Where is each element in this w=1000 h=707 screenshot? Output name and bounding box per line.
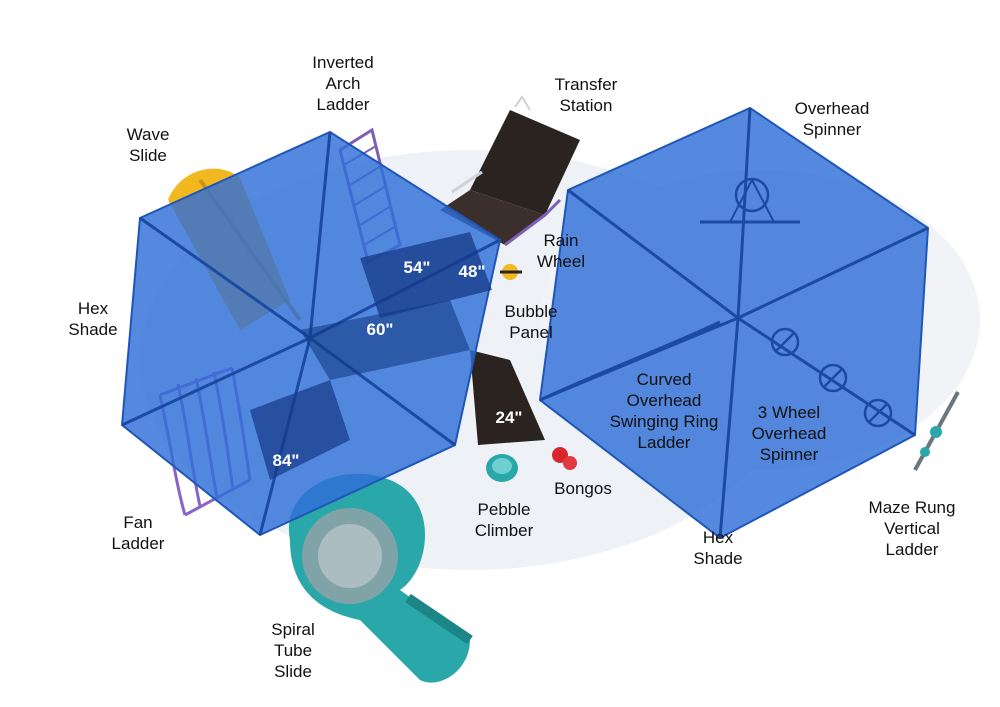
label-three-wheel-spinner: 3 Wheel Overhead Spinner bbox=[751, 403, 827, 464]
swinging-ring-ladder-shape bbox=[539, 320, 721, 402]
label-hex-shade-right: Hex Shade bbox=[693, 528, 743, 568]
label-wave-slide: Wave Slide bbox=[126, 125, 170, 165]
deck-24-shape bbox=[470, 350, 545, 445]
label-inverted-arch-ladder: Inverted Arch Ladder bbox=[312, 53, 374, 114]
hex-shade-left-shape bbox=[120, 130, 502, 537]
label-rain-wheel: Rain Wheel bbox=[536, 231, 586, 271]
label-hex-shade-left: Hex Shade bbox=[68, 299, 118, 339]
label-fan-ladder: Fan Ladder bbox=[111, 513, 165, 553]
label-maze-rung-vertical-ladder: Maze Rung Vertical Ladder bbox=[868, 498, 956, 559]
label-pebble-climber: Pebble Climber bbox=[474, 500, 534, 540]
label-bongos: Bongos bbox=[554, 479, 612, 498]
deck-height-84: 84" bbox=[272, 451, 300, 470]
transfer-station-shape bbox=[440, 95, 580, 247]
deck-height-24: 24" bbox=[495, 408, 523, 427]
deck-height-54: 54" bbox=[403, 258, 431, 277]
three-wheel-spinner-shape bbox=[770, 327, 893, 428]
label-transfer-station: Transfer Station bbox=[554, 75, 618, 115]
maze-rung-ladder-shape bbox=[913, 391, 960, 471]
overhead-spinner-shape bbox=[700, 177, 800, 224]
label-overhead-spinner: Overhead Spinner bbox=[794, 99, 870, 139]
pebble-climber-shape bbox=[486, 454, 518, 482]
label-spiral-tube-slide: Spiral Tube Slide bbox=[271, 620, 315, 681]
deck-height-60: 60" bbox=[366, 320, 394, 339]
bongos-shape bbox=[552, 447, 577, 470]
spiral-tube-slide-shape bbox=[288, 473, 473, 683]
deck-height-48: 48" bbox=[458, 262, 486, 281]
label-swinging-ring-ladder: Curved Overhead Swinging Ring Ladder bbox=[609, 370, 719, 452]
label-bubble-panel: Bubble Panel bbox=[504, 302, 558, 342]
